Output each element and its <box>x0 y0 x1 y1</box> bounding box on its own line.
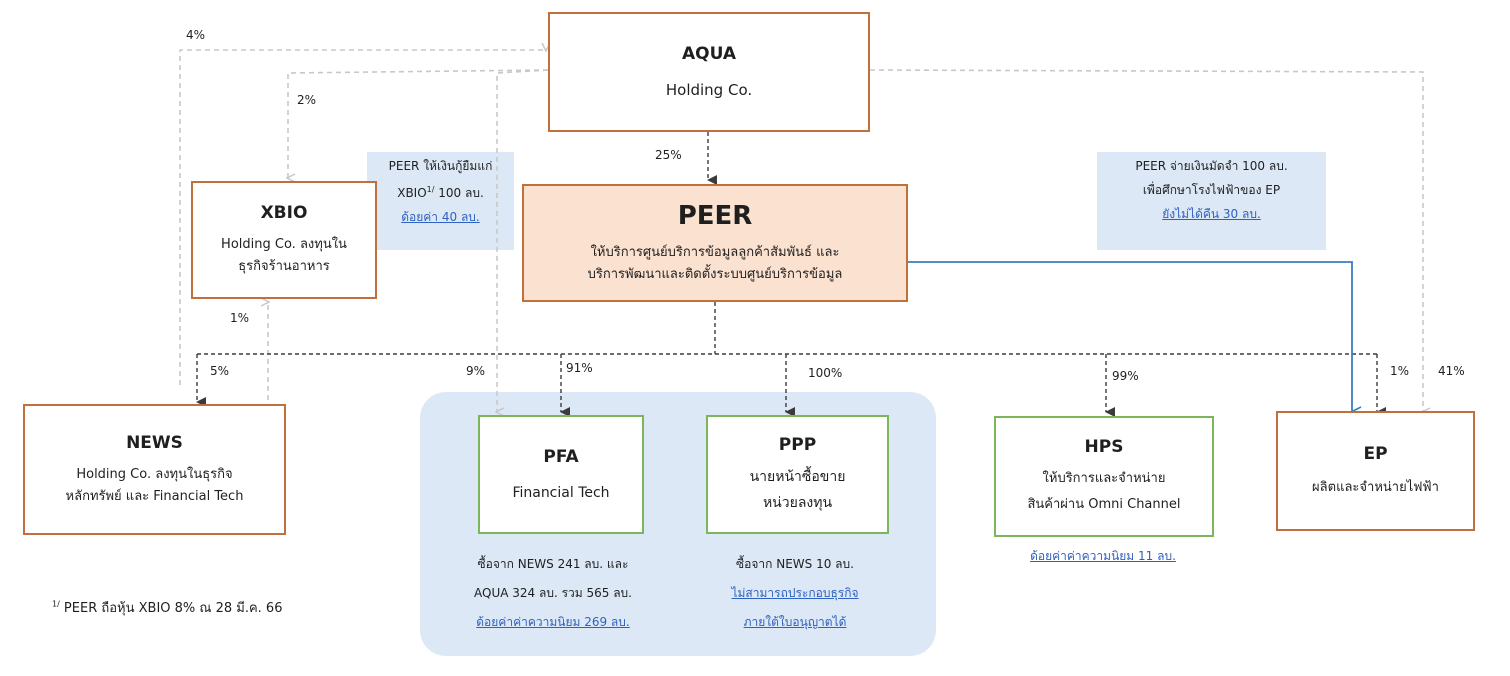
loan-note-line1: PEER ให้เงินกู้ยืมแก่ <box>388 159 493 173</box>
pct-aqua-xbio: 2% <box>297 93 317 107</box>
hps-name: HPS <box>1084 436 1124 457</box>
pct-peer-ep: 1% <box>1390 364 1410 378</box>
company-ep: EP ผลิตและจำหน่ายไฟฟ้า <box>1276 411 1475 531</box>
pct-peer-news: 5% <box>210 364 230 378</box>
line-aqua-ep <box>869 69 1423 412</box>
aqua-name: AQUA <box>681 44 737 64</box>
footnote-text: PEER ถือหุ้น XBIO 8% ณ 28 มี.ค. 66 <box>59 601 283 616</box>
company-pfa: PFA Financial Tech <box>478 415 644 534</box>
hps-impairment-link[interactable]: ด้อยค่าค่าความนิยม 11 ลบ. <box>1030 549 1176 563</box>
company-aqua: AQUA Holding Co. <box>548 12 870 132</box>
pct-aqua-pfa: 9% <box>466 364 486 378</box>
news-desc-line1: Holding Co. ลงทุนในธุรกิจ <box>76 466 233 482</box>
pfa-caption: ซื้อจาก NEWS 241 ลบ. และ AQUA 324 ลบ. รว… <box>437 550 669 637</box>
loan-impairment-link[interactable]: ด้อยค่า 40 ลบ. <box>401 210 480 224</box>
xbio-desc-line2: ธุรกิจร้านอาหาร <box>238 259 330 274</box>
peer-name: PEER <box>677 201 753 231</box>
ppp-name: PPP <box>778 434 817 455</box>
deposit-note-line1: PEER จ่ายเงินมัดจำ 100 ลบ. <box>1135 159 1288 173</box>
pfa-caption-line1: ซื้อจาก NEWS 241 ลบ. และ <box>477 557 629 571</box>
pfa-desc: Financial Tech <box>512 484 610 501</box>
ppp-license-link-line2[interactable]: ภายใต้ใบอนุญาตได้ <box>743 615 847 629</box>
pct-news-xbio: 1% <box>230 311 250 325</box>
ppp-license-link-line1[interactable]: ไม่สามารถประกอบธุรกิจ <box>731 586 859 600</box>
loan-note-xbio: XBIO <box>397 186 427 200</box>
pct-peer-ppp: 100% <box>808 366 843 380</box>
company-hps: HPS ให้บริการและจำหน่าย สินค้าผ่าน Omni … <box>994 416 1214 537</box>
line-aqua-news <box>179 50 546 385</box>
loan-note-line2: XBIO1/ 100 ลบ. <box>367 178 514 205</box>
loan-note-sup: 1/ <box>426 185 435 194</box>
ppp-caption: ซื้อจาก NEWS 10 ลบ. ไม่สามารถประกอบธุรกิ… <box>690 550 900 637</box>
pfa-impairment-link[interactable]: ด้อยค่าค่าความนิยม 269 ลบ. <box>476 615 630 629</box>
line-aqua-xbio <box>288 69 549 178</box>
loan-note: PEER ให้เงินกู้ยืมแก่ XBIO1/ 100 ลบ. ด้อ… <box>367 152 514 250</box>
pct-peer-hps: 99% <box>1112 369 1139 383</box>
line-peer-ep-deposit <box>908 261 1352 412</box>
pfa-caption-line2: AQUA 324 ลบ. รวม 565 ลบ. <box>474 586 632 600</box>
pct-peer-pfa: 91% <box>566 361 593 375</box>
news-desc-line2: หลักทรัพย์ และ Financial Tech <box>65 488 244 504</box>
peer-desc-line2: บริการพัฒนาและติดตั้งระบบศูนย์บริการข้อม… <box>587 267 843 282</box>
deposit-note-line2: เพื่อศึกษาโรงไฟฟ้าของ EP <box>1142 183 1281 197</box>
ep-desc: ผลิตและจำหน่ายไฟฟ้า <box>1312 480 1439 495</box>
aqua-desc: Holding Co. <box>665 81 753 99</box>
ppp-caption-line1: ซื้อจาก NEWS 10 ลบ. <box>736 557 854 571</box>
ppp-desc-line1: นายหน้าซื้อขาย <box>749 468 846 485</box>
xbio-desc-line1: Holding Co. ลงทุนใน <box>221 237 347 252</box>
footnote-sup: 1/ <box>52 599 60 609</box>
company-news: NEWS Holding Co. ลงทุนในธุรกิจ หลักทรัพย… <box>23 404 286 535</box>
pct-aqua-peer: 25% <box>655 148 682 162</box>
loan-note-amount: 100 ลบ. <box>434 186 484 200</box>
pfa-name: PFA <box>543 446 579 467</box>
hps-desc-line1: ให้บริการและจำหน่าย <box>1042 470 1166 486</box>
deposit-note: PEER จ่ายเงินมัดจำ 100 ลบ. เพื่อศึกษาโรง… <box>1097 152 1326 250</box>
pct-aqua-ep: 41% <box>1438 364 1465 378</box>
company-ppp: PPP นายหน้าซื้อขาย หน่วยลงทุน <box>706 415 889 534</box>
hps-caption: ด้อยค่าค่าความนิยม 11 ลบ. <box>985 542 1221 571</box>
ep-name: EP <box>1363 444 1388 464</box>
news-name: NEWS <box>126 432 183 453</box>
footnote: 1/ PEER ถือหุ้น XBIO 8% ณ 28 มี.ค. 66 <box>52 597 282 618</box>
pct-aqua-news: 4% <box>186 28 206 42</box>
company-peer: PEER ให้บริการศูนย์บริการข้อมูลลูกค้าสัม… <box>522 184 908 302</box>
deposit-unreturned-link[interactable]: ยังไม่ได้คืน 30 ลบ. <box>1162 207 1261 221</box>
ppp-desc-line2: หน่วยลงทุน <box>762 494 833 511</box>
hps-desc-line2: สินค้าผ่าน Omni Channel <box>1027 496 1181 512</box>
company-xbio: XBIO Holding Co. ลงทุนใน ธุรกิจร้านอาหาร <box>191 181 377 299</box>
xbio-name: XBIO <box>260 203 308 223</box>
peer-desc-line1: ให้บริการศูนย์บริการข้อมูลลูกค้าสัมพันธ์… <box>590 245 840 260</box>
